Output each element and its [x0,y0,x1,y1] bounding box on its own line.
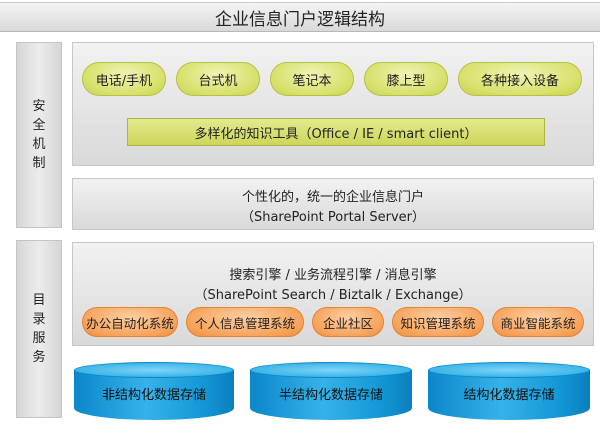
system-pill-bi: 商业智能系统 [492,307,584,337]
system-pill-knowledge-mgmt: 知识管理系统 [392,307,484,337]
directory-service-bar: 目 录 服 务 [16,240,62,418]
cylinder-body [74,370,234,420]
directory-char: 务 [32,350,46,365]
cylinder-body [428,370,590,420]
system-label: 办公自动化系统 [86,315,174,331]
device-label: 笔记本 [292,73,332,89]
portal-panel [72,178,594,230]
knowledge-tools-label: 多样化的知识工具（Office / IE / smart client） [194,126,478,142]
cylinder-top [250,362,412,378]
storage-cylinder-structured: 结构化数据存储 [428,362,590,420]
cylinder-top [428,362,590,378]
directory-char: 录 [32,312,46,327]
cylinder-top [74,362,234,378]
system-pill-pim: 个人信息管理系统 [186,307,304,337]
storage-cylinder-unstructured: 非结构化数据存储 [74,362,234,420]
security-mechanism-bar: 安 全 机 制 [16,42,62,228]
storage-label: 结构化数据存储 [463,388,555,403]
device-pill-desktop: 台式机 [176,62,260,96]
system-pill-community: 企业社区 [312,307,384,337]
system-label: 个人信息管理系统 [194,315,295,331]
device-pill-laptop: 膝上型 [364,62,448,96]
directory-char: 服 [32,331,46,346]
system-label: 企业社区 [322,315,373,331]
device-pill-other: 各种接入设备 [458,62,582,96]
security-char: 制 [32,156,46,171]
engines-subtitle: （SharePoint Search / Biztalk / Exchange） [194,288,472,303]
diagram-title: 企业信息门户逻辑结构 [0,2,600,32]
system-label: 商业智能系统 [500,315,576,331]
device-pill-phone: 电话/手机 [82,62,166,96]
storage-cylinder-semistructured: 半结构化数据存储 [250,362,412,420]
security-char: 机 [32,137,46,152]
device-label: 各种接入设备 [480,73,559,89]
portal-title: 个性化的，统一的企业信息门户 [241,190,424,205]
access-layer-panel [72,42,594,166]
portal-subtitle: （SharePoint Portal Server） [240,210,426,225]
security-char: 安 [32,99,46,114]
security-char: 全 [32,118,46,133]
knowledge-tools-bar: 多样化的知识工具（Office / IE / smart client） [127,118,545,146]
storage-label: 非结构化数据存储 [101,388,206,403]
system-label: 知识管理系统 [400,315,476,331]
device-label: 膝上型 [386,73,426,89]
cylinder-body [250,370,412,420]
engines-title: 搜索引擎 / 业务流程引擎 / 消息引擎 [229,268,437,283]
diagram-title-text: 企业信息门户逻辑结构 [215,9,385,30]
system-pill-office-automation: 办公自动化系统 [82,307,178,337]
device-label: 电话/手机 [95,73,153,89]
device-pill-notebook: 笔记本 [270,62,354,96]
storage-label: 半结构化数据存储 [278,388,383,403]
device-label: 台式机 [198,73,238,89]
directory-char: 目 [32,293,46,308]
